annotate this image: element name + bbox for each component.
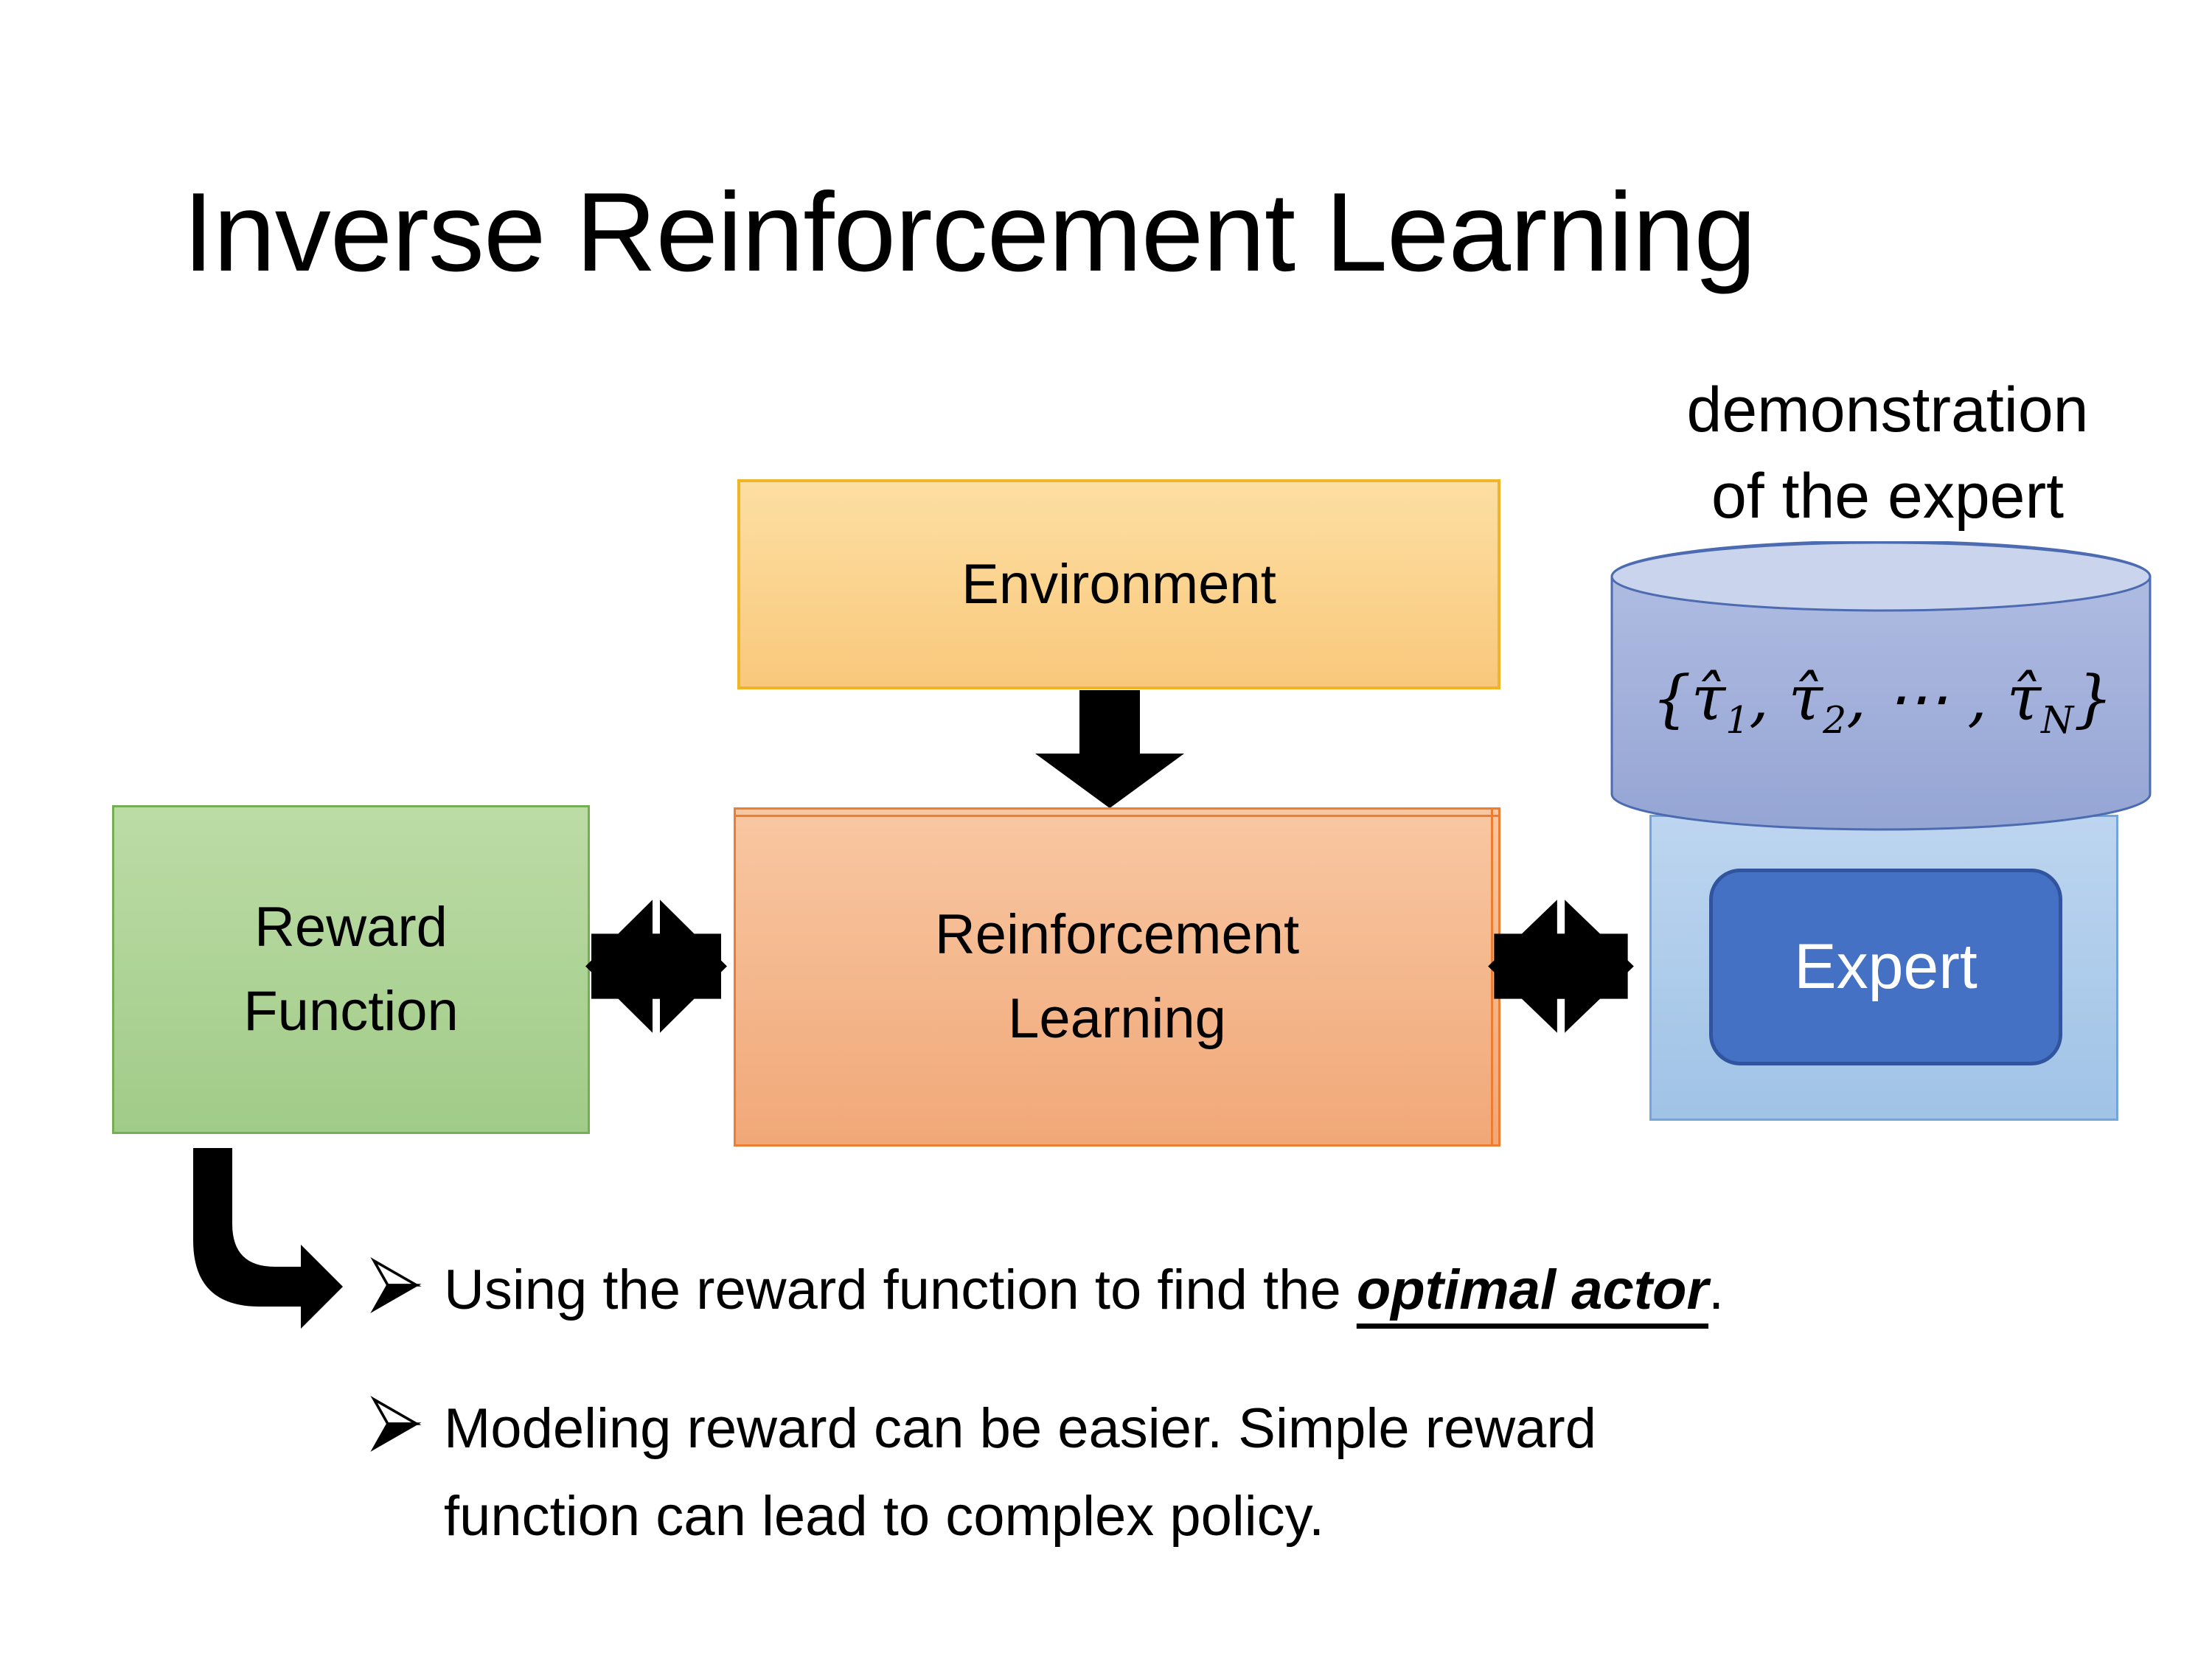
rl-box-inner-line-right [1491, 810, 1493, 1144]
expert-box: Expert [1709, 869, 2062, 1065]
bullet-item-1: Using the reward function to find the op… [369, 1246, 2138, 1334]
bidirectional-arrow-right-icon [1488, 900, 1634, 1033]
arrowhead-bullet-icon [370, 1396, 422, 1452]
reward-function-label: Reward Function [243, 896, 459, 1043]
rl-box-inner-line-top [736, 815, 1498, 817]
bidirectional-arrow-left-icon [585, 900, 727, 1033]
trajectory-set-formula: {τ̂1, τ̂2, ⋯ , τ̂N} [1652, 662, 2113, 742]
reward-function-box: Reward Function [112, 805, 590, 1134]
demonstration-label-line1: demonstration [1686, 375, 2089, 445]
down-arrow-icon [1035, 690, 1184, 808]
bullet-item-2-text: Modeling reward can be easier. Simple re… [444, 1397, 1597, 1548]
environment-box: Environment [737, 479, 1500, 689]
bullet-item-2: Modeling reward can be easier. Simple re… [369, 1385, 2138, 1561]
arrowhead-bullet-icon [370, 1257, 422, 1313]
expert-label: Expert [1794, 931, 1978, 1002]
bullet-item-1-text: Using the reward function to find the op… [444, 1259, 1725, 1321]
environment-label: Environment [961, 553, 1276, 616]
demonstration-label-line2: of the expert [1711, 460, 2065, 532]
reinforcement-learning-box: Reinforcement Learning [734, 807, 1500, 1147]
database-cylinder-icon [1610, 541, 2152, 831]
elbow-arrow-icon [193, 1148, 343, 1329]
demonstration-label: demonstration of the expert [1633, 367, 2142, 540]
reinforcement-learning-label: Reinforcement Learning [934, 903, 1300, 1050]
slide-title: Inverse Reinforcement Learning [183, 170, 1756, 295]
optimal-actor-emphasis: optimal actor [1356, 1259, 1709, 1321]
